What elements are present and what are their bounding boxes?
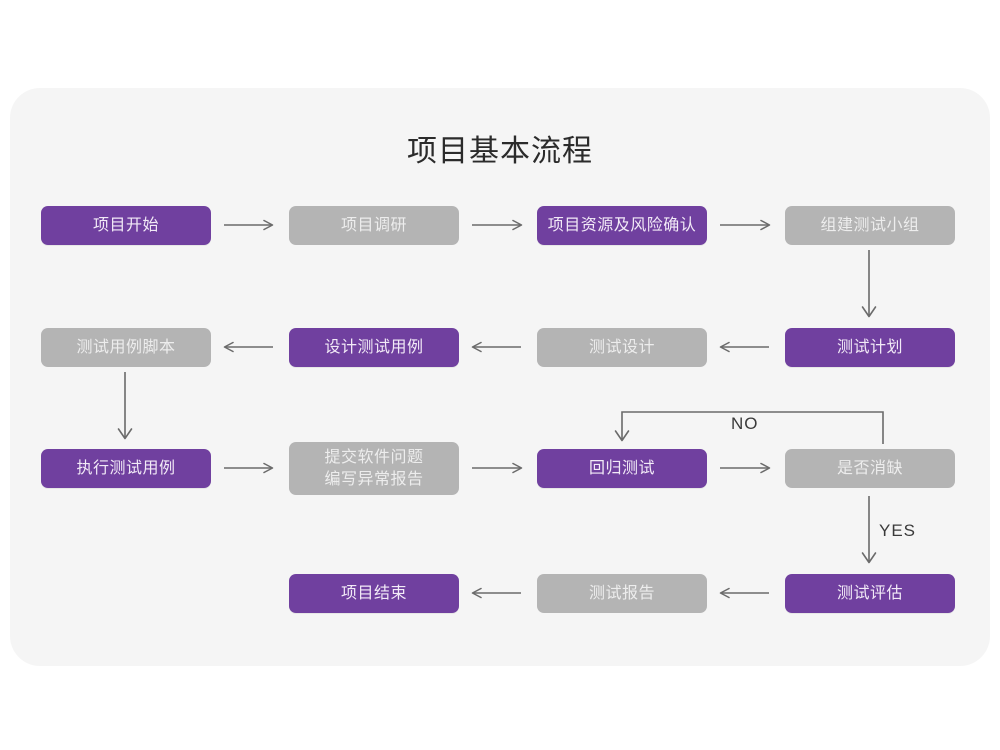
node-project-end[interactable]: 项目结束 <box>289 574 459 613</box>
node-test-report[interactable]: 测试报告 <box>537 574 707 613</box>
node-label: 项目资源及风险确认 <box>547 216 697 234</box>
node-test-case-script[interactable]: 测试用例脚本 <box>41 328 211 367</box>
node-execute-test-case[interactable]: 执行测试用例 <box>41 449 211 488</box>
node-label: 执行测试用例 <box>76 459 176 477</box>
node-design-test-case[interactable]: 设计测试用例 <box>289 328 459 367</box>
node-regression-test[interactable]: 回归测试 <box>537 449 707 488</box>
node-label: 项目调研 <box>340 216 407 234</box>
node-label: 测试评估 <box>836 584 903 602</box>
flowchart-card <box>10 88 990 666</box>
node-label: 项目开始 <box>92 216 159 234</box>
node-label: 测试计划 <box>836 338 903 356</box>
node-submit-issue-report[interactable]: 提交软件问题 编写异常报告 <box>289 442 459 495</box>
node-label: 测试报告 <box>588 584 655 602</box>
node-label: 项目结束 <box>340 584 407 602</box>
node-label: 回归测试 <box>588 459 655 477</box>
node-build-test-team[interactable]: 组建测试小组 <box>785 206 955 245</box>
node-test-evaluation[interactable]: 测试评估 <box>785 574 955 613</box>
edge-label-yes: YES <box>879 521 917 540</box>
node-label: 是否消缺 <box>836 459 903 477</box>
node-label: 组建测试小组 <box>820 216 920 234</box>
node-defect-cleared[interactable]: 是否消缺 <box>785 449 955 488</box>
node-test-design[interactable]: 测试设计 <box>537 328 707 367</box>
node-project-research[interactable]: 项目调研 <box>289 206 459 245</box>
node-label: 设计测试用例 <box>324 338 424 356</box>
page-title: 项目基本流程 <box>407 135 593 168</box>
node-project-start[interactable]: 项目开始 <box>41 206 211 245</box>
node-label: 测试设计 <box>588 338 655 356</box>
node-label: 测试用例脚本 <box>76 338 176 356</box>
edge-label-no: NO <box>731 414 759 433</box>
node-resource-risk-confirm[interactable]: 项目资源及风险确认 <box>537 206 707 245</box>
node-test-plan[interactable]: 测试计划 <box>785 328 955 367</box>
node-label: 提交软件问题 编写异常报告 <box>324 448 424 488</box>
